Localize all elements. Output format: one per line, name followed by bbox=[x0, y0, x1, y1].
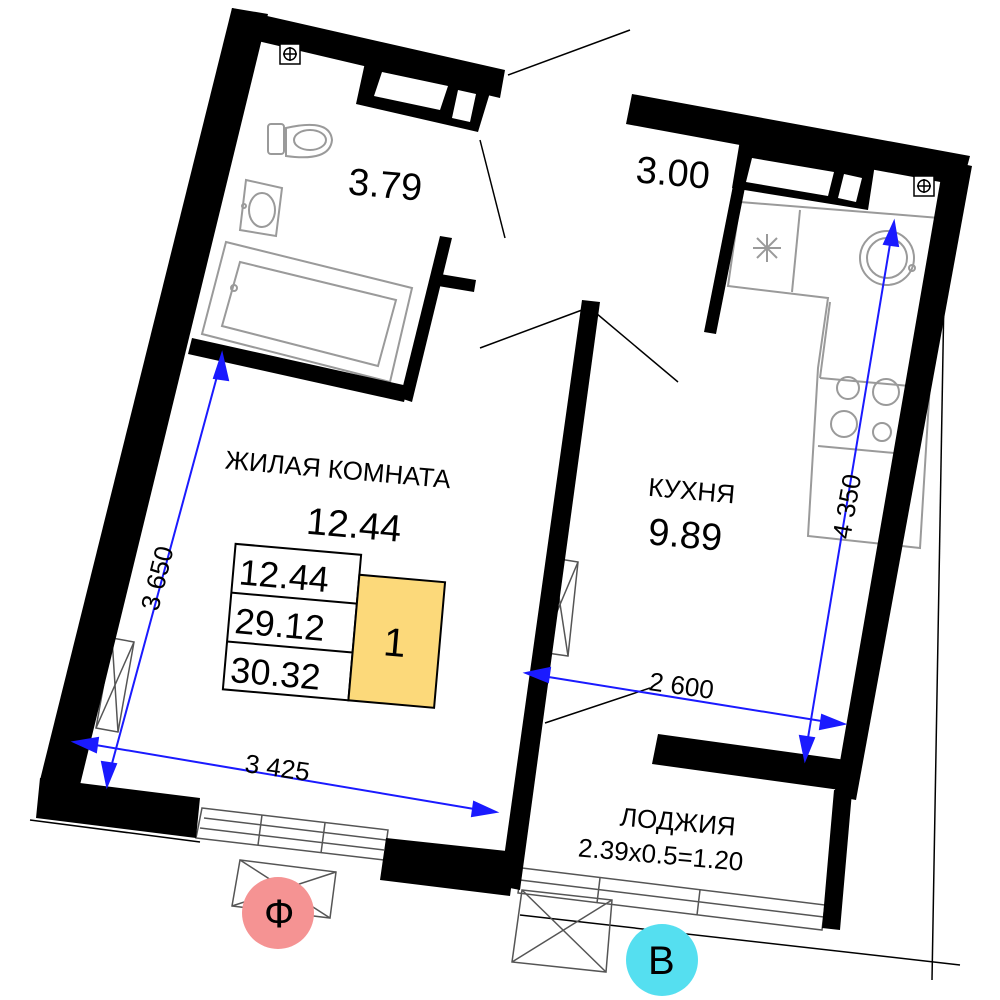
table-rooms-count: 1 bbox=[382, 620, 408, 666]
living-room-area: 12.44 bbox=[305, 501, 403, 551]
window-living-left bbox=[95, 637, 135, 733]
bathroom-area: 3.79 bbox=[347, 161, 424, 209]
windows bbox=[95, 557, 826, 973]
wall-kitchen-right bbox=[834, 160, 972, 800]
table-total-area: 29.12 bbox=[233, 600, 326, 649]
ventilation-icon bbox=[753, 234, 781, 262]
kitchen-fixtures bbox=[726, 200, 942, 550]
walls bbox=[36, 8, 972, 930]
wall-top-kitchen bbox=[626, 94, 970, 186]
wall-kitchen-niche-in1 bbox=[746, 158, 834, 196]
loggia-name: ЛОДЖИЯ bbox=[619, 802, 737, 842]
wall-bath-bottom bbox=[188, 338, 408, 402]
wall-bath-niche-inner2 bbox=[452, 90, 476, 122]
kitchen-name: КУХНЯ bbox=[647, 472, 736, 509]
facade-marker-right-label: В bbox=[648, 939, 675, 983]
wall-bath-right bbox=[400, 236, 452, 402]
wall-left-outer bbox=[40, 8, 268, 785]
door-swings bbox=[479, 29, 679, 724]
socket-icon-bathroom bbox=[279, 43, 301, 65]
hall-area: 3.00 bbox=[634, 149, 711, 197]
table-living-area: 12.44 bbox=[237, 551, 330, 600]
dim-kitchen-height-label: 4 350 bbox=[826, 472, 867, 541]
window-living-bottom bbox=[195, 807, 389, 861]
dim-living-width-label: 3 425 bbox=[243, 748, 312, 787]
dim-living-height-label: 3 650 bbox=[135, 543, 180, 613]
sockets bbox=[279, 43, 935, 197]
stove-icon bbox=[830, 376, 900, 442]
dim-kitchen-width-label: 2 600 bbox=[647, 666, 716, 705]
wall-bottom-mid bbox=[380, 838, 516, 896]
socket-icon-kitchen bbox=[913, 175, 935, 197]
dim-living-height bbox=[100, 350, 230, 790]
wall-loggia-divider bbox=[652, 734, 846, 790]
sink-icon bbox=[238, 178, 284, 238]
dim-kitchen-height bbox=[798, 218, 900, 764]
wall-loggia-right bbox=[822, 790, 852, 930]
wall-kitchen-niche-in2 bbox=[838, 174, 862, 202]
table-total-with-loggia: 30.32 bbox=[229, 649, 322, 698]
wall-bath-stub bbox=[438, 274, 476, 292]
toilet-icon bbox=[267, 123, 334, 159]
living-room-name: ЖИЛАЯ КОМНАТА bbox=[224, 445, 453, 495]
radiator-right bbox=[511, 889, 613, 973]
dimension-lines bbox=[70, 218, 900, 818]
dim-living-width bbox=[70, 736, 500, 818]
facade-marker-right: В bbox=[626, 924, 698, 996]
wall-bath-niche-inner bbox=[374, 72, 448, 110]
rooms-count-badge bbox=[347, 573, 447, 709]
facade-marker-left-label: Ф bbox=[264, 892, 294, 936]
dim-kitchen-width bbox=[522, 666, 848, 731]
wall-partition bbox=[500, 300, 600, 890]
facade-marker-left: Ф bbox=[242, 877, 314, 949]
bathroom-fixtures bbox=[200, 123, 414, 384]
wall-bottom-left bbox=[36, 778, 200, 838]
summary-table: 12.44 29.12 30.32 1 bbox=[221, 542, 447, 709]
kitchen-area: 9.89 bbox=[647, 511, 724, 559]
